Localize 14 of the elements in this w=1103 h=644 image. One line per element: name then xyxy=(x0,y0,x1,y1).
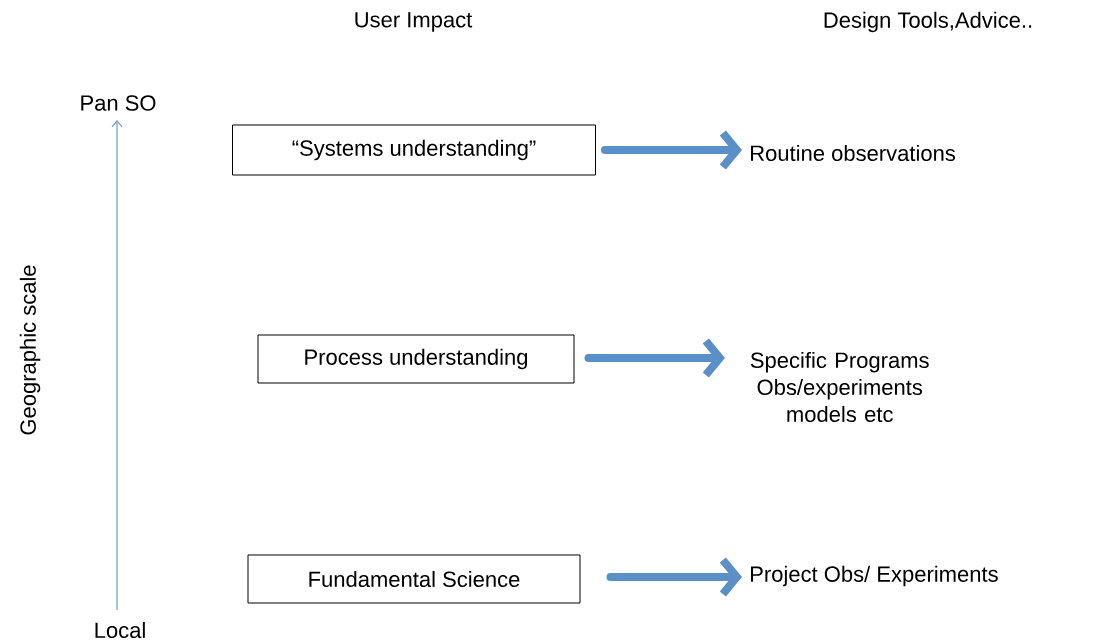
arrow xyxy=(601,130,742,170)
arrow xyxy=(584,338,725,378)
axis-end-label: Local xyxy=(95,621,145,639)
text: Project Obs/ Experiments xyxy=(751,565,998,587)
text-box: “Systems understanding” xyxy=(232,124,596,176)
text: Routine observations xyxy=(751,144,956,162)
arrow xyxy=(606,557,742,597)
text-box: Fundamental Science xyxy=(247,554,581,604)
axis-title: Geographic scale xyxy=(19,265,41,435)
column-heading: Design Tools,Advice.. xyxy=(824,11,1032,33)
text: Specific Programs Obs/experiments models etc xyxy=(750,351,929,423)
axis-end-label: Pan SO xyxy=(81,95,156,111)
text-box: Process understanding xyxy=(257,334,575,384)
column-heading: User Impact xyxy=(355,12,473,32)
